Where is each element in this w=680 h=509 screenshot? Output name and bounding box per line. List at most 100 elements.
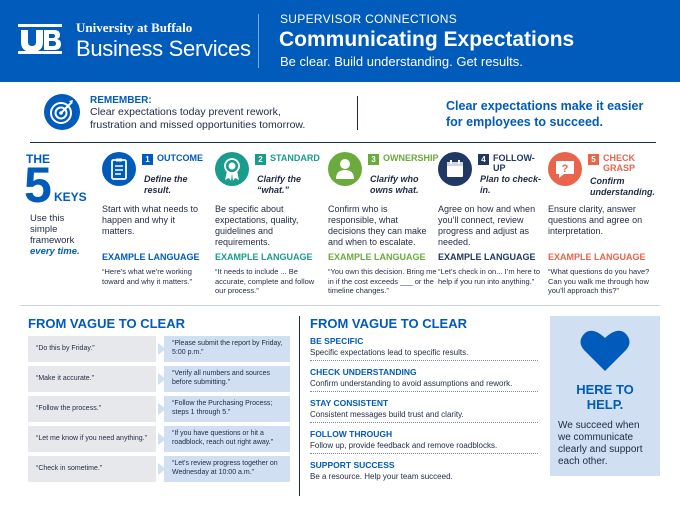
remember-title: REMEMBER: [90, 95, 152, 106]
example-language-label: EXAMPLE LANGUAGE [102, 252, 200, 262]
clear-statement: “Verify all numbers and sources before s… [164, 366, 290, 392]
tip-text: Be a resource. Help your team succeed. [310, 472, 453, 481]
example-language-label: EXAMPLE LANGUAGE [438, 252, 536, 262]
tip-item: BE SPECIFIC Specific expectations lead to… [310, 336, 538, 361]
help-title-line2: HELP. [586, 397, 624, 412]
key-name: CHECK GRASP [603, 153, 636, 173]
tip-divider [310, 391, 538, 392]
remember-text: Clear expectations today prevent rework,… [90, 106, 306, 131]
key-body: Ensure clarity, answer questions and agr… [548, 204, 643, 236]
clear-statement: “Please submit the report by Friday, 5:0… [164, 336, 290, 362]
header-banner: University at Buffalo Business Services … [0, 0, 680, 82]
five-keys-desc-text: Use this simple framework [30, 213, 75, 246]
five-keys-desc-emphasis: every time. [30, 246, 80, 257]
tip-text: Follow up, provide feedback and remove r… [310, 441, 498, 450]
key-tagline: Clarify who owns what. [370, 174, 419, 195]
tip-text: Confirm understanding to avoid assumptio… [310, 379, 513, 388]
arrow-right-icon [158, 403, 166, 415]
clear-statement: “Let’s review progress together on Wedne… [164, 456, 290, 482]
section-divider [20, 305, 660, 306]
example-language-label: EXAMPLE LANGUAGE [548, 252, 646, 262]
vague-statement: “Follow the process.” [28, 396, 156, 422]
key-tagline: Confirm understanding. [590, 176, 655, 197]
ub-logo-icon [18, 22, 62, 56]
org-name-line1: University at Buffalo [76, 20, 193, 35]
tip-heading: SUPPORT SUCCESS [310, 460, 395, 470]
key-name: OUTCOME [157, 153, 203, 163]
five-keys-the: THE [26, 152, 50, 166]
five-keys-number: 5 [24, 157, 52, 213]
ribbon-icon [215, 152, 249, 186]
five-keys-description: Use this simple framework every time. [30, 213, 92, 257]
remember-callout: Clear expectations make it easier for em… [446, 99, 644, 129]
clear-statement: “Follow the Purchasing Process; steps 1 … [164, 396, 290, 422]
key-name: STANDARD [270, 153, 320, 163]
vague-statement: “Do this by Friday.” [28, 336, 156, 362]
header-divider [258, 14, 259, 68]
remember-divider [357, 96, 358, 130]
key-body: Agree on how and when you’ll connect, re… [438, 204, 536, 247]
key-number: 1 [142, 154, 153, 165]
tip-item: SUPPORT SUCCESS Be a resource. Help your … [310, 460, 538, 481]
tip-text: Consistent messages build trust and clar… [310, 410, 464, 419]
example-quote: “Here’s what we’re working toward and wh… [102, 267, 193, 286]
key-tagline: Clarify the “what.” [257, 174, 302, 195]
column-divider [299, 316, 300, 496]
tip-item: CHECK UNDERSTANDING Confirm understanding… [310, 367, 538, 392]
key-number: 3 [368, 154, 379, 165]
help-box: HERE TO HELP. We succeed when we communi… [550, 316, 660, 476]
vague-clear-row: “Do this by Friday.” “Please submit the r… [28, 336, 293, 362]
help-title: HERE TO HELP. [550, 382, 660, 412]
vague-clear-row: “Check in sometime.” “Let’s review progre… [28, 456, 293, 482]
key-tagline: Plan to check-in. [480, 174, 542, 195]
tip-heading: CHECK UNDERSTANDING [310, 367, 417, 377]
tip-divider [310, 360, 538, 361]
question-bubble-icon: ? [548, 152, 582, 186]
key-body: Be specific about expectations, quality,… [215, 204, 299, 247]
vague-statement: “Check in sometime.” [28, 456, 156, 482]
svg-text:?: ? [562, 163, 569, 175]
calendar-icon [438, 152, 472, 186]
example-quote: “What questions do you have? Can you wal… [548, 267, 650, 295]
target-icon [44, 94, 80, 130]
five-keys-label: KEYS [54, 190, 87, 204]
key-body: Confirm who is responsible, what decisio… [328, 204, 427, 247]
example-language-label: EXAMPLE LANGUAGE [215, 252, 313, 262]
key-number: 5 [588, 154, 599, 165]
page-subtitle: Be clear. Build understanding. Get resul… [280, 54, 523, 69]
tip-heading: BE SPECIFIC [310, 336, 364, 346]
heart-icon [580, 328, 630, 372]
example-quote: “It needs to include ... Be accurate, co… [215, 267, 315, 295]
tip-divider [310, 422, 538, 423]
tip-divider [310, 453, 538, 454]
vague-clear-row: “Let me know if you need anything.” “If y… [28, 426, 293, 452]
help-title-line1: HERE TO [576, 382, 634, 397]
tip-item: FOLLOW THROUGH Follow up, provide feedbac… [310, 429, 538, 454]
vague-clear-row: “Make it accurate.” “Verify all numbers a… [28, 366, 293, 392]
vague-statement: “Make it accurate.” [28, 366, 156, 392]
header-kicker: SUPERVISOR CONNECTIONS [280, 12, 458, 26]
clipboard-icon [102, 152, 136, 186]
arrow-right-icon [158, 343, 166, 355]
arrow-right-icon [158, 433, 166, 445]
arrow-right-icon [158, 373, 166, 385]
vague-clear-title: FROM VAGUE TO CLEAR [28, 316, 185, 331]
tip-item: STAY CONSISTENT Consistent messages build… [310, 398, 538, 423]
vague-statement: “Let me know if you need anything.” [28, 426, 156, 452]
example-quote: “You own this decision. Bring me in if t… [328, 267, 437, 295]
key-name: OWNERSHIP [383, 153, 439, 163]
tip-text: Specific expectations lead to specific r… [310, 348, 469, 357]
arrow-right-icon [158, 463, 166, 475]
key-tagline: Define the result. [144, 174, 188, 195]
tips-title: FROM VAGUE TO CLEAR [310, 316, 467, 331]
key-name: FOLLOW-UP [493, 153, 535, 173]
tip-heading: STAY CONSISTENT [310, 398, 389, 408]
key-body: Start with what needs to happen and why … [102, 204, 199, 236]
vague-clear-row: “Follow the process.” “Follow the Purchas… [28, 396, 293, 422]
example-quote: “Let’s check in on... I’m here to help i… [438, 267, 540, 286]
tip-heading: FOLLOW THROUGH [310, 429, 393, 439]
key-number: 4 [478, 154, 489, 165]
clear-statement: “If you have questions or hit a roadbloc… [164, 426, 290, 452]
section-divider [30, 142, 656, 143]
page-title: Communicating Expectations [279, 28, 575, 51]
